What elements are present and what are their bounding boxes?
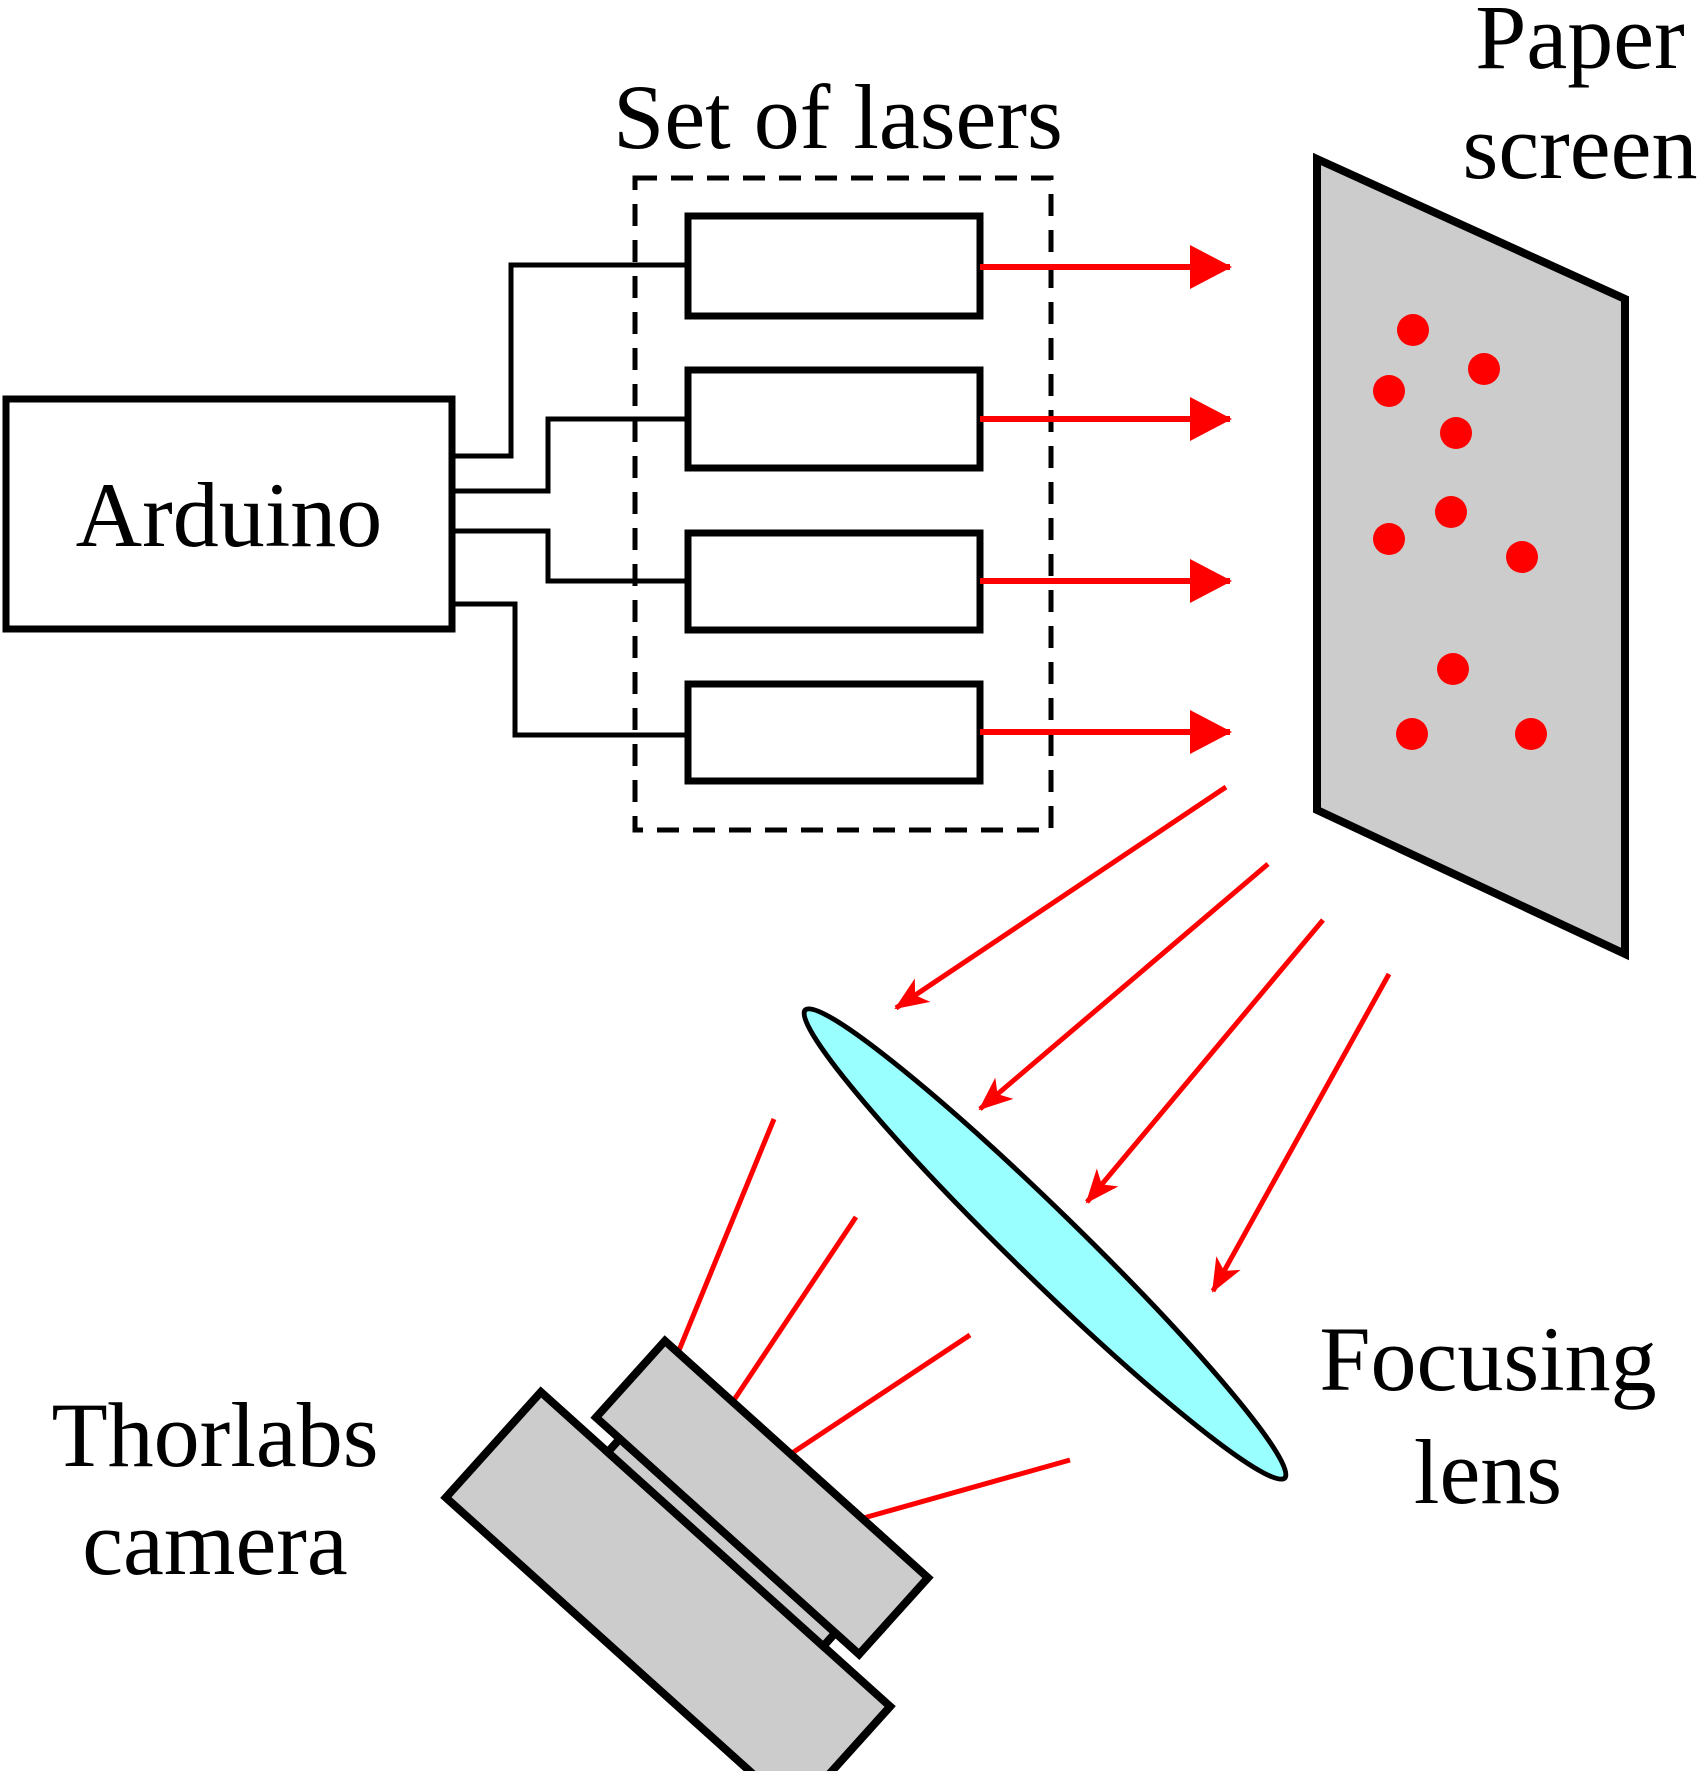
focusing-lens-label-line2: lens — [1414, 1421, 1562, 1523]
laser-spot — [1396, 718, 1428, 750]
laser-spots — [1373, 314, 1547, 750]
focused-beam-4 — [826, 1457, 1071, 1533]
laser-spot — [1506, 541, 1538, 573]
camera-label-line2: camera — [82, 1492, 348, 1594]
scatter-beam-1 — [894, 784, 1228, 1011]
focused-beam-3 — [757, 1332, 972, 1478]
arduino-box — [2, 395, 456, 633]
paper-screen-label-line1: Paper — [1475, 0, 1684, 88]
wire-3 — [452, 528, 688, 584]
set-of-lasers-label: Set of lasers — [613, 66, 1063, 168]
laser-beams — [980, 245, 1232, 754]
laser-spot — [1440, 417, 1472, 449]
focusing-lens-label-line1: Focusing — [1319, 1308, 1656, 1410]
laser-spot — [1373, 375, 1405, 407]
scatter-beam-3 — [1085, 918, 1325, 1204]
paper-screen: Paper screen — [1313, 0, 1698, 961]
arduino-block: Arduino — [2, 395, 456, 633]
laser-spot — [1515, 718, 1547, 750]
laser-spot — [1435, 496, 1467, 528]
arduino-label: Arduino — [76, 464, 383, 566]
wire-1 — [452, 262, 688, 459]
lens-shape — [801, 1006, 1289, 1482]
laser-set: Set of lasers — [613, 66, 1063, 833]
laser-spot — [1437, 653, 1469, 685]
thorlabs-camera: Thorlabs camera — [51, 1335, 934, 1771]
laser-set-dashed-border — [632, 175, 1054, 833]
scatter-beam-4 — [1210, 972, 1392, 1293]
camera-sensor-head — [590, 1335, 934, 1660]
laser-3 — [684, 529, 984, 634]
laser-spot — [1468, 353, 1500, 385]
wire-4 — [452, 601, 688, 738]
laser-spot — [1397, 314, 1429, 346]
wire-2 — [452, 416, 688, 494]
laser-2 — [684, 366, 984, 472]
laser-spot — [1373, 523, 1405, 555]
laser-4 — [684, 680, 984, 785]
paper-screen-label-line2: screen — [1463, 96, 1698, 198]
focusing-lens: Focusing lens — [801, 1006, 1657, 1523]
camera-label-line1: Thorlabs — [51, 1384, 378, 1486]
laser-1 — [684, 212, 984, 320]
scatter-beam-2 — [978, 862, 1270, 1111]
wiring — [452, 262, 688, 738]
paper-screen-panel — [1313, 152, 1629, 961]
scattered-beams — [894, 784, 1392, 1293]
